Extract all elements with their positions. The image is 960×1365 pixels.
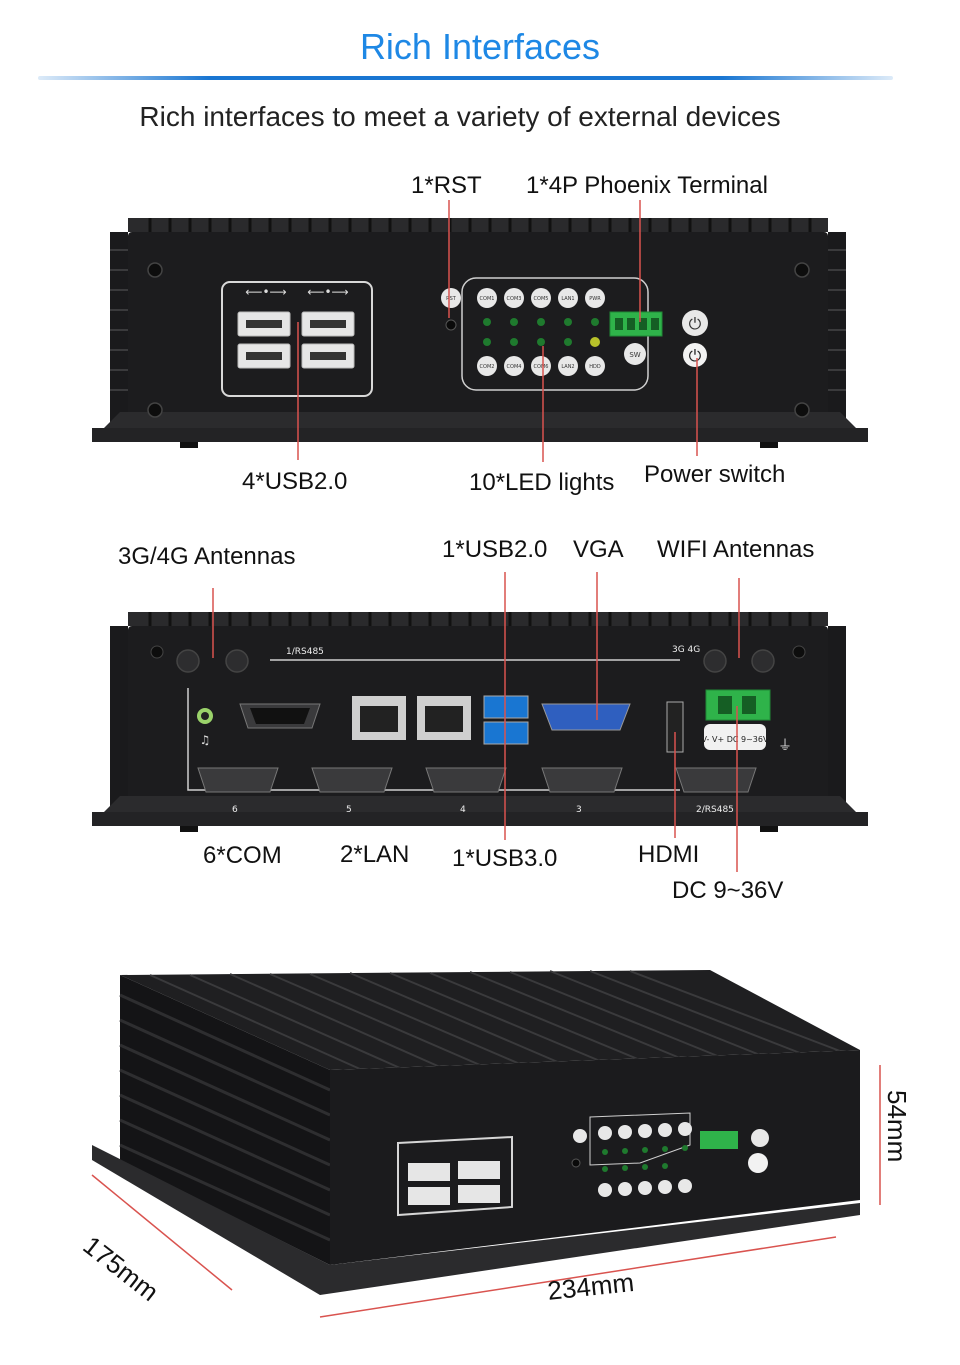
- tag-com6: 6: [232, 805, 238, 815]
- label-hdmi: HDMI: [638, 841, 700, 868]
- svg-text:⏚: ⏚: [778, 738, 792, 754]
- rear-panel-illustration: ♫ V- V+ DC 9~36V ⏚ 1/RS485 6 5 4 3 2/RS4…: [92, 572, 868, 872]
- label-wifi-antennas: WIFI Antennas: [657, 536, 815, 563]
- label-rst: 1*RST: [411, 172, 482, 199]
- led-label-com4: COM4: [507, 364, 522, 370]
- svg-text:⟵•⟶: ⟵•⟶: [245, 285, 286, 299]
- tag-com4: 4: [460, 805, 466, 815]
- tag-com3: 3: [576, 805, 582, 815]
- label-vga: VGA: [573, 536, 624, 563]
- dimension-height: 54mm: [882, 1090, 912, 1163]
- title-divider: [38, 76, 893, 80]
- sw-label: SW: [629, 351, 640, 359]
- led-label-com1: COM1: [480, 296, 495, 302]
- led-label-com3: COM3: [507, 296, 522, 302]
- page-title: Rich Interfaces: [359, 26, 601, 67]
- led-label-com2: COM2: [480, 364, 495, 370]
- led-label-hdd: HDD: [589, 364, 601, 370]
- tag-com2: 2/RS485: [696, 805, 734, 815]
- svg-text:⏻: ⏻: [689, 314, 702, 333]
- page-subtitle: Rich interfaces to meet a variety of ext…: [139, 101, 781, 132]
- front-panel-illustration: ⟵•⟶ ⟵•⟶ RST COM1 COM3 COM5 LAN1 PWR COM2…: [92, 200, 868, 462]
- label-led-lights: 10*LED lights: [469, 469, 615, 496]
- label-usb20-single: 1*USB2.0: [442, 536, 548, 563]
- svg-text:♫: ♫: [200, 733, 211, 747]
- label-phoenix-terminal: 1*4P Phoenix Terminal: [526, 172, 768, 199]
- label-power-switch: Power switch: [644, 461, 786, 488]
- label-lan: 2*LAN: [340, 841, 410, 868]
- label-3g4g-antennas: 3G/4G Antennas: [118, 543, 296, 570]
- label-usb30: 1*USB3.0: [452, 845, 558, 872]
- led-label-rst: RST: [446, 296, 457, 302]
- tag-3g4g: 3G 4G: [672, 645, 700, 655]
- led-label-com5: COM5: [534, 296, 549, 302]
- dc-terminal-tag: V- V+ DC 9~36V: [702, 735, 769, 744]
- svg-text:⟵•⟶: ⟵•⟶: [307, 285, 348, 299]
- label-com: 6*COM: [203, 842, 282, 869]
- led-label-lan2: LAN2: [561, 364, 574, 370]
- led-label-lan1: LAN1: [561, 296, 574, 302]
- led-label-pwr: PWR: [589, 296, 601, 302]
- tag-com1: 1/RS485: [286, 647, 324, 657]
- led-label-com6: COM6: [534, 364, 549, 370]
- tag-com5: 5: [346, 805, 352, 815]
- svg-text:⏻: ⏻: [689, 346, 702, 365]
- isometric-device-illustration: [91, 970, 881, 1318]
- label-usb20: 4*USB2.0: [242, 468, 348, 495]
- label-dc: DC 9~36V: [672, 877, 784, 904]
